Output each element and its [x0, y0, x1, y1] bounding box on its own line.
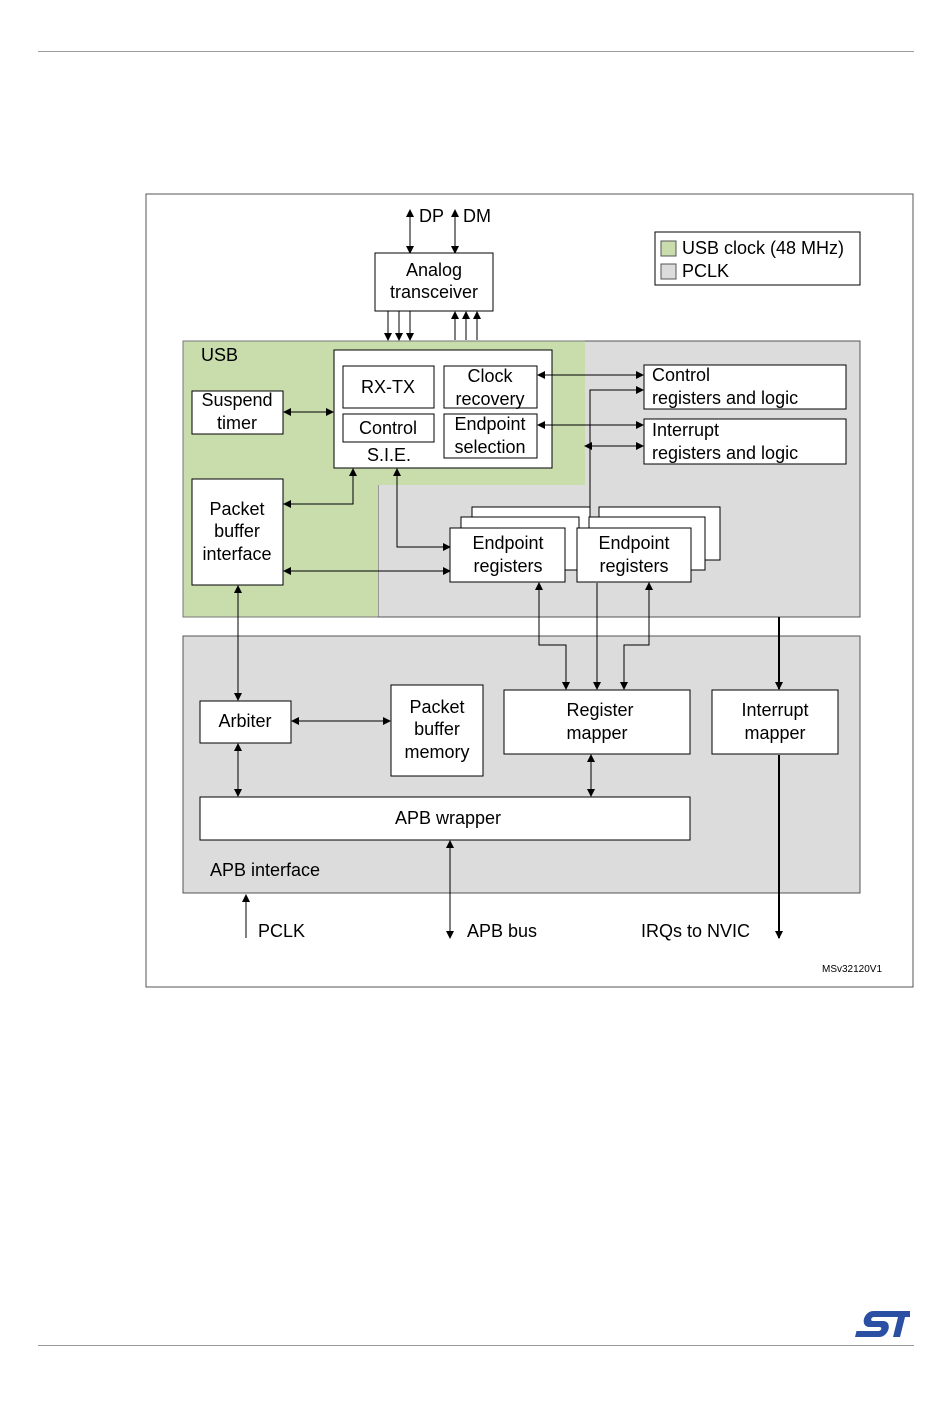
dp-label: DP	[419, 206, 444, 226]
packet-buffer-memory-label-1: Packet	[409, 697, 464, 717]
legend-swatch-usb-clock	[660, 240, 677, 257]
control-block	[342, 413, 435, 443]
pclk-signal-label: PCLK	[258, 921, 305, 941]
legend-swatch-pclk	[660, 263, 677, 280]
clock-recovery-block	[443, 365, 538, 409]
register-mapper-label-2: mapper	[566, 723, 627, 743]
legend-label-usb-clock: USB clock (48 MHz)	[682, 238, 844, 258]
footer-rule	[38, 1345, 914, 1346]
apb-wrapper-block	[199, 796, 691, 841]
analog-transceiver-label-2: transceiver	[390, 282, 478, 302]
rx-tx-block	[342, 365, 435, 409]
packet-buffer-interface-block	[191, 478, 284, 586]
packet-buffer-interface-label-2: buffer	[214, 521, 260, 541]
ep1-register-mapper-arrow	[535, 582, 570, 690]
packet-buffer-memory-label-3: memory	[404, 742, 469, 762]
analog-transceiver-block	[374, 252, 494, 312]
legend-label-pclk: PCLK	[682, 261, 729, 281]
arbiter-block	[199, 700, 292, 744]
endpoint-registers-1-label-1: Endpoint	[472, 533, 543, 553]
figure-id: MSv32120V1	[822, 964, 882, 975]
apb-wrapper-label: APB wrapper	[395, 808, 501, 828]
packet-buffer-memory-label-2: buffer	[414, 719, 460, 739]
ep2b-register-mapper-arrow	[620, 582, 653, 690]
endpoint-registers-2-label-1: Endpoint	[598, 533, 669, 553]
clock-recovery-label-2: recovery	[455, 389, 524, 409]
sie-label: S.I.E.	[367, 445, 411, 465]
clock-recovery-label-1: Clock	[467, 366, 513, 386]
register-mapper-block	[503, 689, 691, 755]
apb-bus-label: APB bus	[467, 921, 537, 941]
interrupt-registers-label-2: registers and logic	[652, 443, 798, 463]
interrupt-registers-block	[643, 418, 847, 465]
figure-frame	[145, 193, 914, 988]
endpoint-registers-2-block	[576, 527, 692, 583]
rx-tx-label: RX-TX	[361, 377, 415, 397]
register-mapper-label-1: Register	[566, 700, 633, 720]
apb-region-label: APB interface	[210, 860, 320, 880]
endpoint-selection-label-1: Endpoint	[454, 414, 525, 434]
suspend-timer-label-2: timer	[217, 413, 257, 433]
st-logo-icon	[855, 1311, 910, 1337]
interrupt-mapper-block	[711, 689, 839, 755]
interrupt-mapper-label-1: Interrupt	[741, 700, 808, 720]
apb-interface-region	[182, 635, 861, 894]
dm-label: DM	[463, 206, 491, 226]
sie-endpoint-arrow	[393, 468, 451, 551]
suspend-timer-block	[191, 390, 284, 435]
interrupt-mapper-label-2: mapper	[744, 723, 805, 743]
control-registers-label-2: registers and logic	[652, 388, 798, 408]
control-registers-label-1: Control	[652, 365, 710, 385]
legend-box	[654, 231, 861, 286]
endpoint-selection-label-2: selection	[454, 437, 525, 457]
irqs-label: IRQs to NVIC	[641, 921, 750, 941]
arbiter-label: Arbiter	[218, 711, 271, 731]
endpoint-registers-1-label-2: registers	[473, 556, 542, 576]
packet-buffer-interface-label-3: interface	[202, 544, 271, 564]
analog-transceiver-label-1: Analog	[406, 260, 462, 280]
header-rule	[38, 51, 914, 52]
usb-region-border	[182, 340, 585, 618]
endpoint-registers-1-block	[449, 527, 566, 583]
pbi-sie-arrow	[283, 468, 357, 508]
packet-buffer-interface-label-1: Packet	[209, 499, 264, 519]
control-registers-block	[643, 364, 847, 410]
endpoint-selection-block	[443, 413, 538, 459]
packet-buffer-memory-block	[390, 684, 484, 777]
usb-region-label: USB	[201, 345, 238, 365]
interrupt-registers-label-1: Interrupt	[652, 420, 719, 440]
control-label: Control	[359, 418, 417, 438]
suspend-timer-label-1: Suspend	[201, 390, 272, 410]
endpoint-registers-2-label-2: registers	[599, 556, 668, 576]
